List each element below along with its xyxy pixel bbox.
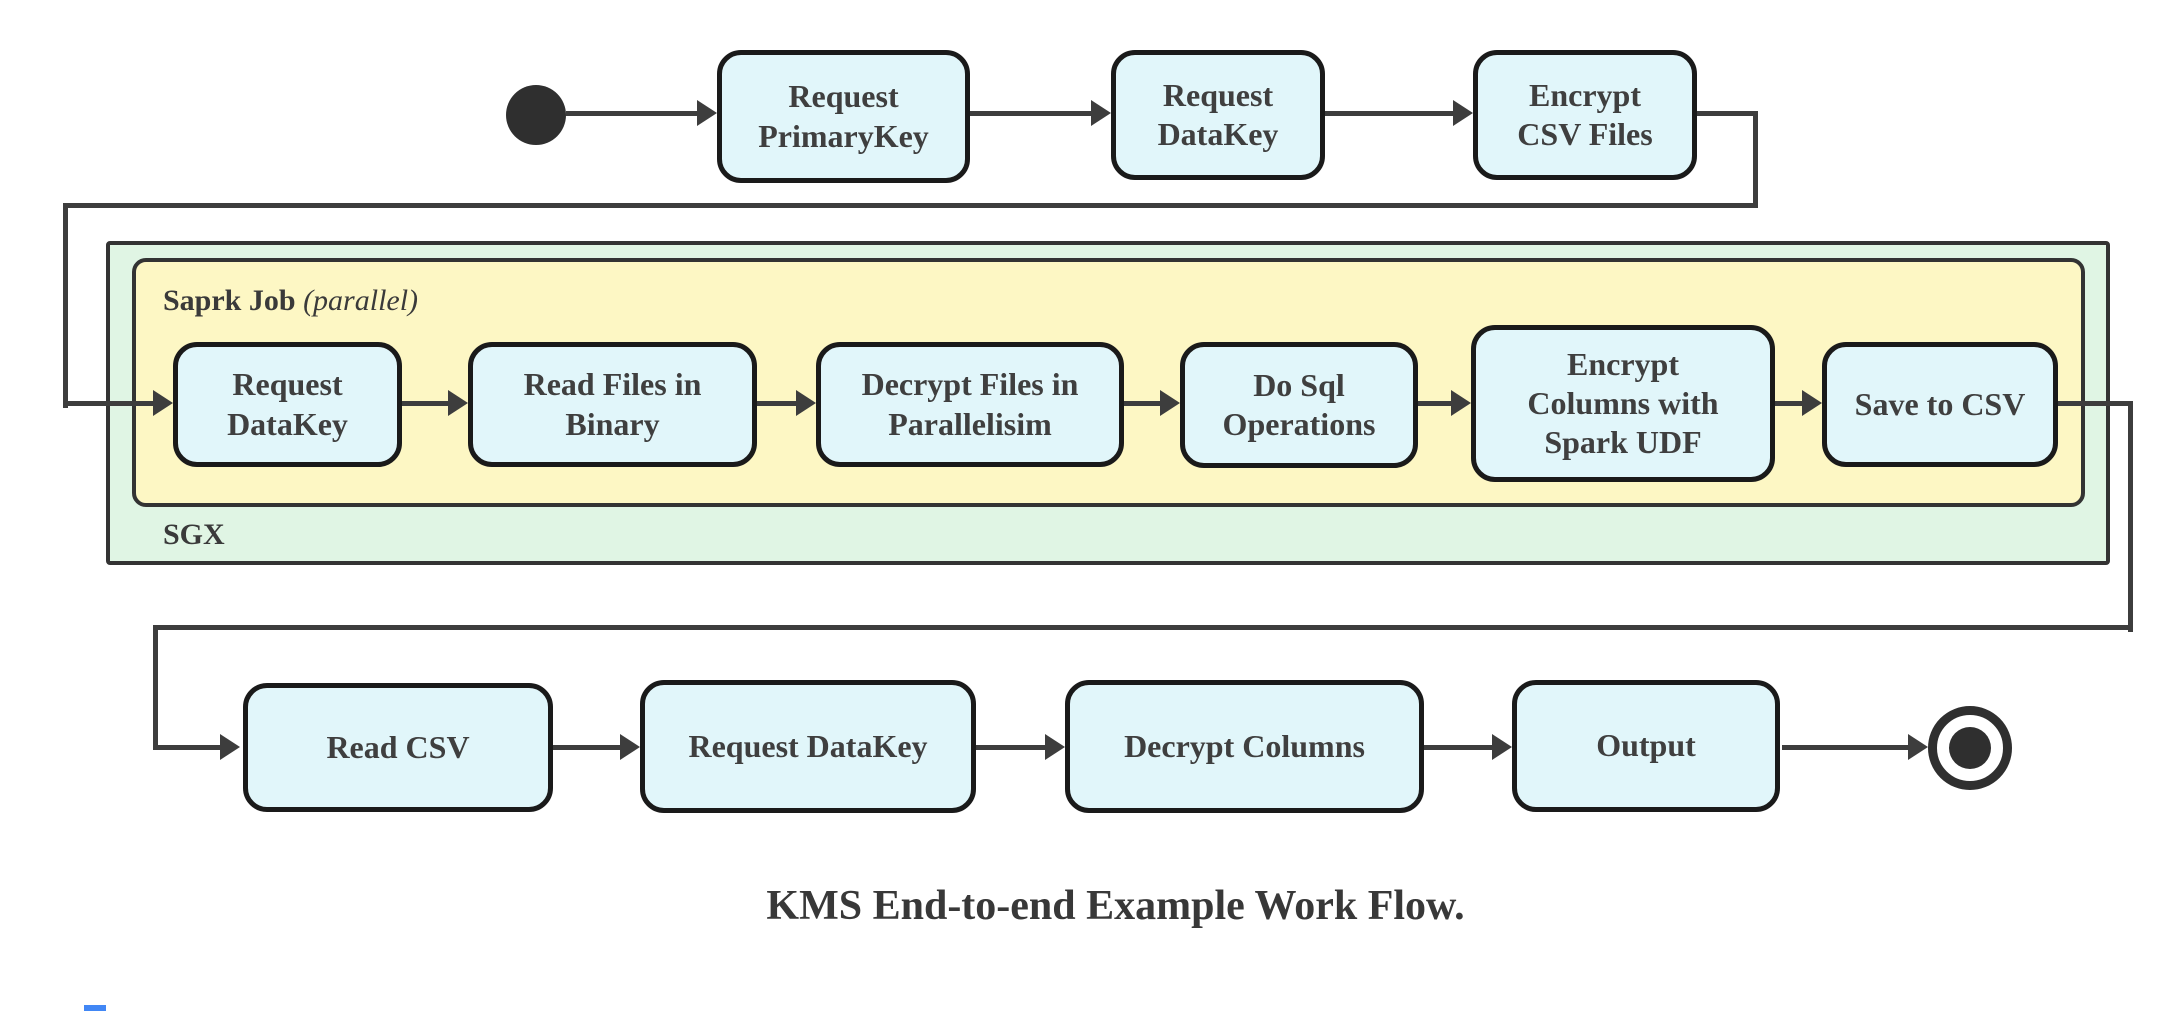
edge-wrap-down-to-read-csv <box>153 625 158 750</box>
arrowhead-icon <box>1451 390 1471 416</box>
arrowhead-icon <box>448 390 468 416</box>
arrowhead-icon <box>220 734 240 760</box>
edge-read-files-to-decrypt-files <box>757 401 798 406</box>
start-state-icon <box>506 85 566 145</box>
diagram-caption: KMS End-to-end Example Work Flow. <box>766 883 1465 929</box>
arrowhead-icon <box>153 390 173 416</box>
node-read-files-in-binary: Read Files in Binary <box>468 342 757 467</box>
edge-request-datakey-to-decrypt-columns <box>976 745 1047 750</box>
edge-encrypt-csv-down <box>1753 111 1758 208</box>
arrowhead-icon <box>1492 734 1512 760</box>
edge-into-read-csv <box>156 745 222 750</box>
edge-sgx-datakey-to-read-files <box>402 401 450 406</box>
edge-wrap-left-bottom <box>153 625 2133 630</box>
arrowhead-icon <box>1160 390 1180 416</box>
edge-wrap-down-left <box>63 203 68 408</box>
arrowhead-icon <box>1802 390 1822 416</box>
edge-encrypt-columns-to-save-csv <box>1775 401 1804 406</box>
node-request-primarykey: Request PrimaryKey <box>717 50 970 183</box>
edge-decrypt-columns-to-output <box>1424 745 1494 750</box>
edge-wrap-down-right <box>2128 401 2133 632</box>
node-request-datakey-bottom: Request DataKey <box>640 680 976 813</box>
node-output: Output <box>1512 680 1780 812</box>
edge-encrypt-csv-exit <box>1697 111 1758 116</box>
sgx-label: SGX <box>163 518 225 551</box>
arrowhead-icon <box>796 390 816 416</box>
node-request-datakey-sgx: Request DataKey <box>173 342 402 467</box>
edge-read-csv-to-request-datakey <box>553 745 622 750</box>
arrowhead-icon <box>697 100 717 126</box>
edge-primarykey-to-datakey <box>970 111 1093 116</box>
node-do-sql-operations: Do Sql Operations <box>1180 342 1418 468</box>
node-request-datakey-top: Request DataKey <box>1111 50 1325 180</box>
spark-job-label: Saprk Job (parallel) <box>163 284 418 318</box>
spark-job-parallel-note: (parallel) <box>303 284 419 317</box>
edge-decrypt-files-to-do-sql <box>1124 401 1162 406</box>
edge-start-to-request-primarykey <box>566 111 699 116</box>
arrowhead-icon <box>1453 100 1473 126</box>
arrowhead-icon <box>620 734 640 760</box>
end-state-inner-dot <box>1949 727 1991 769</box>
spark-job-title: Saprk Job <box>163 284 296 317</box>
node-decrypt-files-in-parallelisim: Decrypt Files in Parallelisim <box>816 342 1124 467</box>
node-save-to-csv: Save to CSV <box>1822 342 2058 467</box>
edge-output-to-end <box>1782 745 1910 750</box>
node-encrypt-csv-files: Encrypt CSV Files <box>1473 50 1697 180</box>
node-read-csv: Read CSV <box>243 683 553 812</box>
edge-into-sgx <box>65 401 155 406</box>
edge-wrap-left-top <box>63 203 1758 208</box>
edge-do-sql-to-encrypt-columns <box>1418 401 1453 406</box>
arrowhead-icon <box>1045 734 1065 760</box>
arrowhead-icon <box>1908 734 1928 760</box>
blue-dash-artifact <box>84 1005 106 1011</box>
arrowhead-icon <box>1091 100 1111 126</box>
edge-datakey-to-encrypt-csv <box>1325 111 1455 116</box>
node-decrypt-columns: Decrypt Columns <box>1065 680 1424 813</box>
node-encrypt-columns-with-spark-udf: Encrypt Columns with Spark UDF <box>1471 325 1775 482</box>
edge-save-csv-exit <box>2058 401 2133 406</box>
